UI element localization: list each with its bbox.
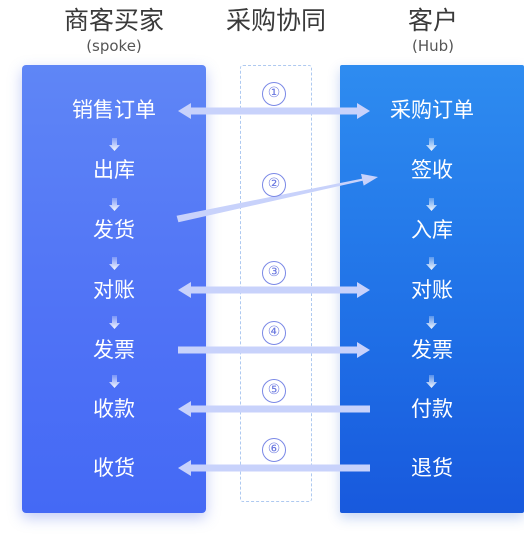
spoke-step-reconcile: 对账 xyxy=(93,278,135,302)
left-arrow-icon xyxy=(178,460,370,476)
flow-marker-3: ③ xyxy=(262,261,286,285)
flow-marker-6: ⑥ xyxy=(262,438,286,462)
hub-step-sign-receipt: 签收 xyxy=(411,158,453,182)
spoke-subtitle: (spoke) xyxy=(86,37,142,55)
hub-step-return: 退货 xyxy=(411,456,453,480)
down-arrow-icon xyxy=(109,138,120,151)
hub-step-payment: 付款 xyxy=(411,397,453,421)
down-arrow-icon xyxy=(426,138,437,151)
hub-step-invoice: 发票 xyxy=(411,338,453,362)
flow-marker-1: ① xyxy=(262,82,286,106)
flow-marker-4: ④ xyxy=(262,321,286,345)
double-arrow-icon xyxy=(178,103,370,119)
hub-down-arrows xyxy=(426,138,437,388)
flow-marker-5: ⑤ xyxy=(262,379,286,403)
down-arrow-icon xyxy=(109,316,120,329)
right-arrow-icon xyxy=(178,342,370,358)
spoke-step-sales-order: 销售订单 xyxy=(72,98,156,122)
down-arrow-icon xyxy=(426,375,437,388)
diagonal-arrow-icon xyxy=(176,173,378,223)
collab-dashed-box xyxy=(240,65,312,502)
double-arrow-icon xyxy=(178,282,370,298)
spoke-step-ship: 发货 xyxy=(93,218,135,242)
hub-subtitle: (Hub) xyxy=(411,37,454,55)
collab-title: 采购协同 xyxy=(225,6,326,35)
spoke-title: 商客买家 xyxy=(63,6,164,35)
spoke-step-receive-goods: 收货 xyxy=(93,456,135,480)
hub-step-warehouse-in: 入库 xyxy=(411,218,453,242)
spoke-step-collect: 收款 xyxy=(93,397,135,421)
spoke-down-arrows xyxy=(109,138,120,388)
down-arrow-icon xyxy=(109,375,120,388)
hub-title: 客户 xyxy=(407,6,458,35)
left-arrow-icon xyxy=(178,401,370,417)
hub-step-purchase-order: 采购订单 xyxy=(390,98,474,122)
down-arrow-icon xyxy=(109,257,120,270)
down-arrow-icon xyxy=(426,198,437,211)
down-arrow-icon xyxy=(109,198,120,211)
down-arrow-icon xyxy=(426,257,437,270)
spoke-step-outbound: 出库 xyxy=(93,158,135,182)
flow-marker-2: ② xyxy=(262,173,286,197)
spoke-step-invoice: 发票 xyxy=(93,338,135,362)
hub-step-reconcile: 对账 xyxy=(411,278,453,302)
down-arrow-icon xyxy=(426,316,437,329)
